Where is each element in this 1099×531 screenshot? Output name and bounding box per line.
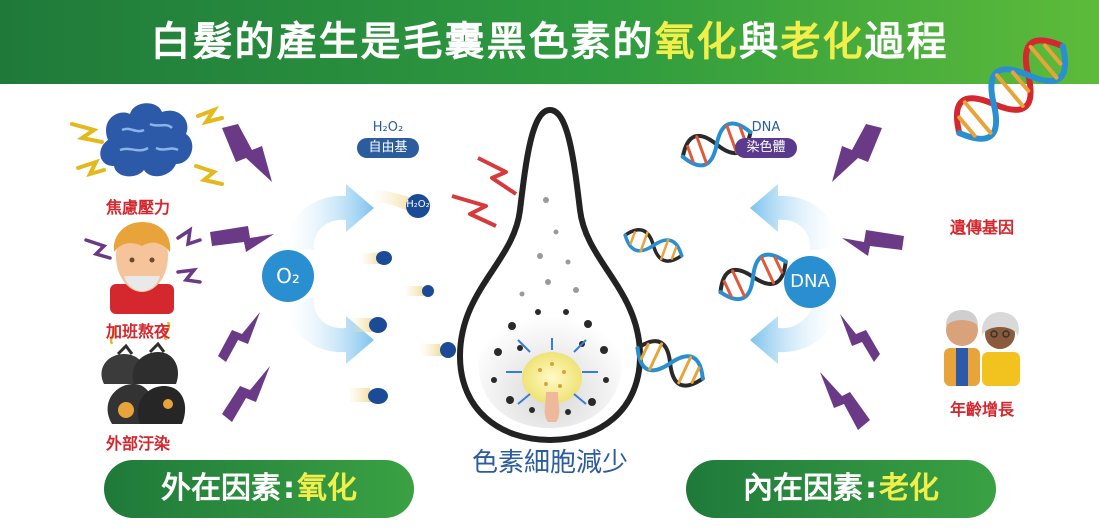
title-text-1: 白髮的產生是毛囊黑色素的 — [150, 19, 655, 65]
free-radical-formula: H₂O₂ — [372, 120, 404, 135]
chromosome-pill: 染色體 — [735, 138, 797, 158]
external-factor-colon: : — [283, 471, 295, 506]
internal-factor-pill: 內在因素:老化 — [686, 460, 996, 518]
red-lightning-icons — [451, 156, 518, 228]
cause-pollution-label: 外部汙染 — [106, 434, 171, 453]
page-title: 白髮的產生是毛囊黑色素的氧化與老化過程 — [0, 0, 1099, 84]
dna-helix-icons — [623, 121, 788, 388]
brain-icon — [100, 103, 193, 177]
right-lightning-bolts — [820, 124, 904, 430]
title-highlight-aging: 老化 — [780, 19, 865, 65]
hair-follicle — [456, 106, 644, 444]
internal-factor-highlight: 老化 — [879, 471, 939, 506]
elderly-couple-icon — [944, 310, 1020, 386]
internal-factor-colon: : — [865, 471, 877, 506]
cause-genetics-label: 遺傳基因 — [950, 218, 1015, 237]
stress-lines-icon — [84, 226, 202, 284]
chromosome-dna-text: DNA — [751, 120, 781, 135]
oxidation-arrows — [286, 184, 374, 364]
left-lightning-bolts — [210, 124, 274, 422]
free-radical-balls — [348, 190, 456, 404]
title-text-3: 過程 — [864, 19, 949, 65]
title-text-2: 與 — [738, 19, 781, 65]
free-radical-pill: 自由基 — [357, 138, 419, 158]
free-radical-tag: H₂O₂ 自由基 — [350, 120, 426, 158]
stress-sparks-icon — [70, 105, 224, 186]
title-banner — [0, 0, 1099, 84]
oxygen-circle — [262, 250, 314, 302]
dna-circle-label: DNA — [790, 271, 830, 292]
title-highlight-oxidation: 氧化 — [654, 19, 739, 65]
large-dna-icon — [953, 37, 1069, 142]
cause-anxiety-label: 焦慮壓力 — [106, 198, 171, 217]
oxygen-label: O₂ — [276, 264, 300, 288]
cause-age-label: 年齡增長 — [950, 400, 1015, 419]
chromosome-tag: DNA 染色體 — [728, 120, 804, 158]
external-factor-prefix: 外在因素 — [161, 471, 281, 506]
dna-circle — [784, 256, 836, 308]
external-factor-pill: 外在因素:氧化 — [104, 460, 414, 518]
external-factor-highlight: 氧化 — [297, 471, 357, 506]
internal-factor-prefix: 內在因素 — [743, 471, 863, 506]
aging-arrows — [750, 184, 838, 364]
garbage-bags-icon — [101, 321, 186, 424]
h2o2-ball-label: H₂O₂ — [406, 199, 430, 210]
tired-man-icon — [110, 222, 174, 314]
cause-overtime-label: 加班熬夜 — [106, 322, 171, 341]
pigment-cells-caption: 色素細胞減少 — [471, 448, 628, 478]
